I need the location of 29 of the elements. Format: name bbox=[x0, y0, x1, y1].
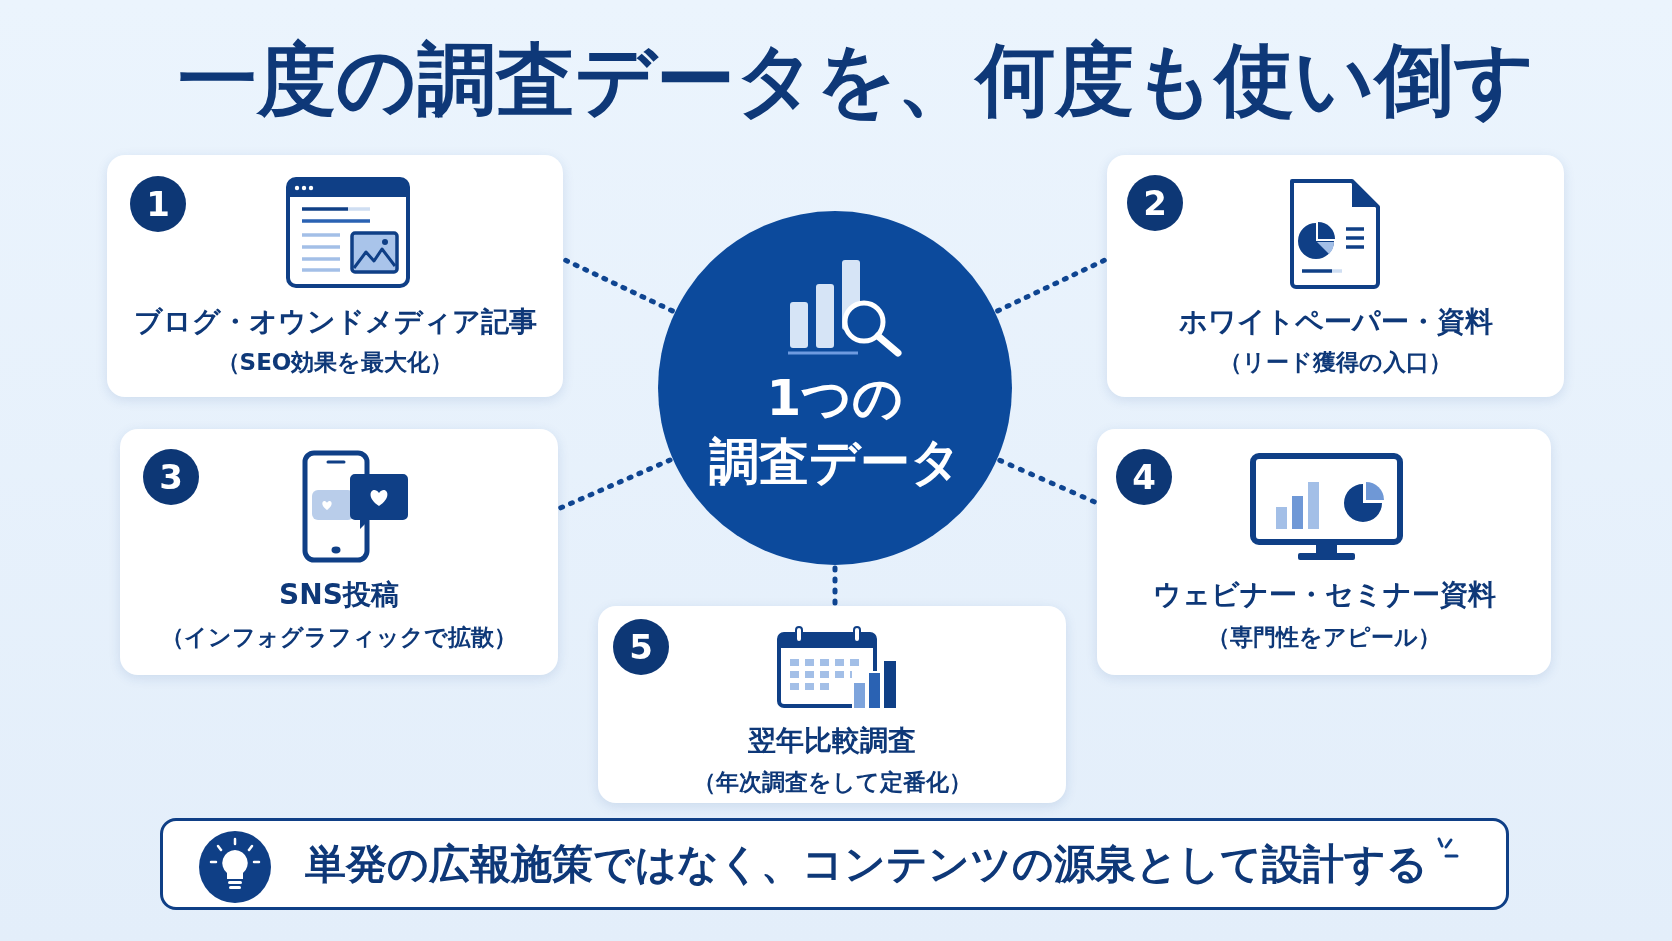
card-title: SNS投稿 bbox=[279, 577, 399, 613]
dotted-connector bbox=[563, 257, 675, 314]
banner-text: 単発の広報施策ではなく、コンテンツの源泉として設計する bbox=[305, 839, 1428, 889]
card-title: ブログ・オウンドメディア記事 bbox=[133, 304, 537, 340]
page-title: 一度の調査データを、何度も使い倒す bbox=[177, 34, 1535, 126]
message-banner bbox=[160, 818, 1509, 910]
card-subtitle: （リード獲得の入口） bbox=[1219, 348, 1452, 377]
number-badge: 1 bbox=[130, 176, 186, 232]
content-card bbox=[120, 429, 558, 675]
card-subtitle: （SEO効果を最大化） bbox=[216, 348, 454, 377]
content-card bbox=[1097, 429, 1551, 675]
number-badge: 3 bbox=[143, 449, 199, 505]
card-subtitle: （専門性をアピール） bbox=[1207, 623, 1441, 652]
number-badge: 4 bbox=[1116, 449, 1172, 505]
dotted-connector bbox=[997, 457, 1097, 505]
content-card bbox=[107, 155, 563, 397]
card-subtitle: （年次調査をして定番化） bbox=[692, 768, 972, 797]
number-badge: 5 bbox=[613, 619, 669, 675]
card-subtitle: （インフォグラフィックで拡散） bbox=[161, 623, 517, 652]
dotted-connector bbox=[995, 257, 1107, 314]
card-title: 翌年比較調査 bbox=[748, 723, 916, 759]
dotted-connector bbox=[832, 565, 838, 606]
card-title: ウェビナー・セミナー資料 bbox=[1152, 577, 1496, 613]
card-title: ホワイトペーパー・資料 bbox=[1178, 304, 1493, 340]
center-title: 1つの調査データ bbox=[709, 368, 961, 493]
dotted-connector bbox=[558, 457, 673, 511]
number-badge: 2 bbox=[1127, 175, 1183, 231]
content-card bbox=[1107, 155, 1564, 397]
content-card bbox=[598, 606, 1066, 803]
